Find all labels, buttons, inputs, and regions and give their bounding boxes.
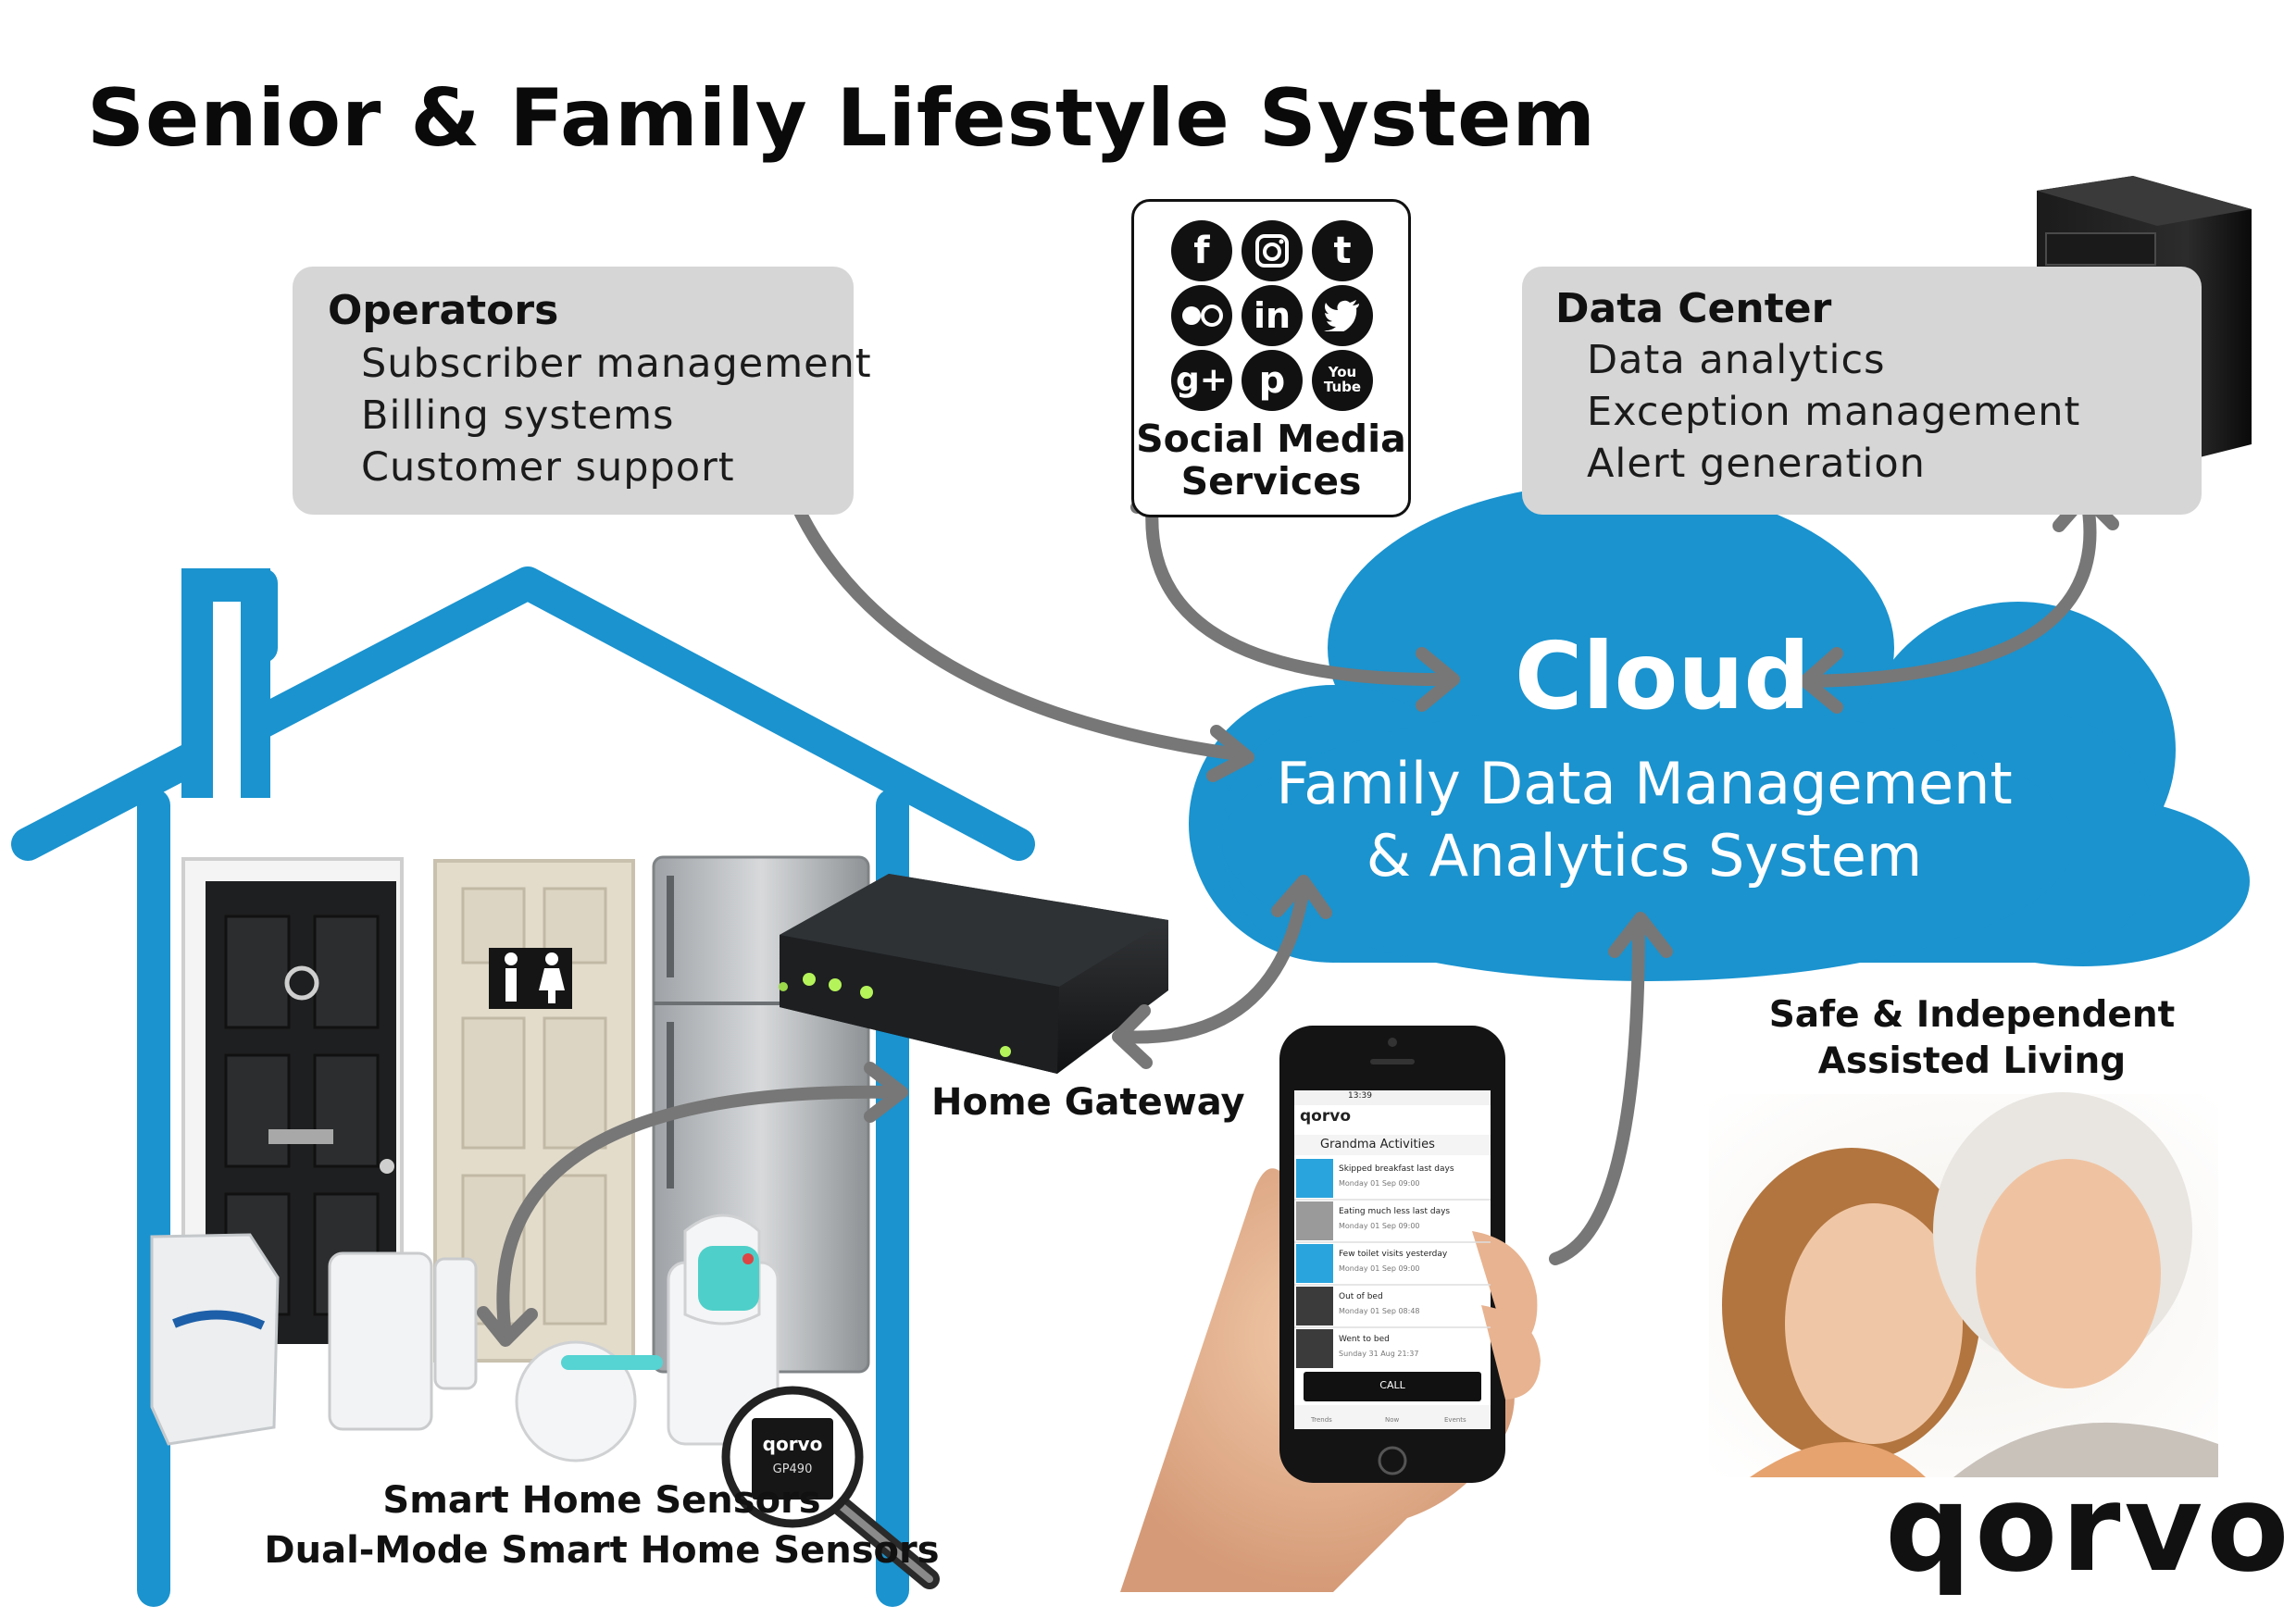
- linkedin-icon: in: [1242, 285, 1303, 346]
- tab-events[interactable]: Events: [1444, 1416, 1466, 1424]
- motion-sensor: [150, 1233, 280, 1446]
- tab-trends[interactable]: Trends: [1311, 1416, 1332, 1424]
- data-center-item: Data analytics: [1587, 337, 1886, 383]
- operators-item: Billing systems: [361, 392, 675, 439]
- plug-sensor: [667, 1214, 780, 1446]
- chip-model: GP490: [772, 1462, 813, 1476]
- round-sensor: [515, 1340, 663, 1462]
- social-media-label: Services: [1180, 459, 1362, 504]
- activity-title[interactable]: Skipped breakfast last days: [1339, 1164, 1454, 1174]
- activity-date: Monday 01 Sep 09:00: [1339, 1179, 1420, 1188]
- safe-living-label: Assisted Living: [1817, 1040, 2127, 1082]
- cloud-shape: [1189, 483, 2250, 981]
- activity-date: Sunday 31 Aug 21:37: [1339, 1350, 1419, 1358]
- activity-title[interactable]: Few toilet visits yesterday: [1339, 1250, 1448, 1259]
- qorvo-logo: qorvo: [1885, 1458, 2293, 1599]
- home-gateway-router: [779, 874, 1168, 1074]
- sensors-label: Dual-Mode Smart Home Sensors: [264, 1529, 940, 1572]
- phone-app-rows: [1294, 1090, 1491, 1429]
- family-photo: [1709, 1092, 2218, 1477]
- cloud-subtitle: & Analytics System: [1366, 822, 1923, 890]
- data-center-box: [1522, 267, 2202, 515]
- facebook-icon: f: [1171, 220, 1232, 281]
- app-brand: qorvo: [1300, 1107, 1351, 1126]
- activity-title[interactable]: Went to bed: [1339, 1335, 1390, 1344]
- activity-date: Monday 01 Sep 09:00: [1339, 1264, 1420, 1273]
- twitter-icon: [1312, 285, 1373, 346]
- social-media-box: f t in g+ p You Tube: [1131, 199, 1411, 517]
- instagram-icon: [1242, 220, 1303, 281]
- door-contact-sensor: [328, 1251, 478, 1431]
- data-center-item: Alert generation: [1587, 441, 1926, 487]
- activity-date: Monday 01 Sep 08:48: [1339, 1307, 1420, 1315]
- operators-item: Customer support: [361, 444, 735, 491]
- magnifier-icon: [721, 1386, 940, 1589]
- cloud-title: Cloud: [1515, 622, 1811, 730]
- flickr-icon: [1171, 285, 1232, 346]
- cloud-subtitle: Family Data Management: [1276, 750, 2013, 817]
- chip-brand: qorvo: [762, 1433, 823, 1455]
- activity-title[interactable]: Out of bed: [1339, 1292, 1383, 1301]
- page-title: Senior & Family Lifestyle System: [87, 72, 1597, 165]
- safe-living-label: Safe & Independent: [1768, 994, 2176, 1036]
- sensors-label: Smart Home Sensors: [382, 1479, 821, 1522]
- tumblr-icon: t: [1312, 220, 1373, 281]
- app-header[interactable]: Grandma Activities: [1320, 1138, 1435, 1151]
- operators-heading: Operators: [328, 287, 559, 334]
- data-center-heading: Data Center: [1555, 285, 1832, 332]
- social-media-label: Social Media: [1136, 417, 1406, 461]
- status-time: 13:39: [1348, 1091, 1372, 1101]
- data-center-item: Exception management: [1587, 389, 2081, 435]
- home-gateway-label: Home Gateway: [931, 1081, 1245, 1124]
- tab-now[interactable]: Now: [1385, 1416, 1400, 1424]
- operators-box: [293, 267, 854, 515]
- call-button[interactable]: CALL: [1379, 1379, 1405, 1391]
- google-plus-icon: g+: [1171, 350, 1232, 411]
- pinterest-icon: p: [1242, 350, 1303, 411]
- youtube-icon: You Tube: [1312, 350, 1373, 411]
- activity-title[interactable]: Eating much less last days: [1339, 1207, 1451, 1216]
- activity-date: Monday 01 Sep 09:00: [1339, 1222, 1420, 1230]
- bathroom-door: [433, 859, 635, 1363]
- operators-item: Subscriber management: [361, 341, 872, 387]
